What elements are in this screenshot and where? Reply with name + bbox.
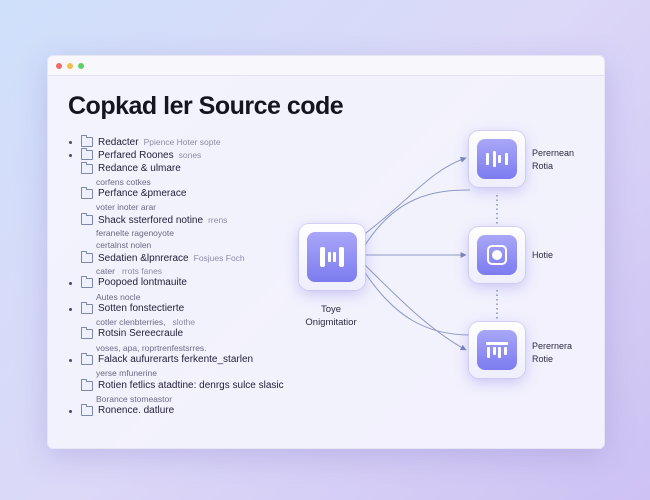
origin-node[interactable]: [299, 224, 365, 290]
target-node-2[interactable]: [469, 227, 525, 283]
ruler-chip-icon: [477, 330, 517, 370]
folder-icon: [81, 276, 93, 289]
tree-subitem-label: yerse mfunerine: [96, 368, 157, 379]
target-chip-icon: [477, 235, 517, 275]
folder-icon: [81, 135, 93, 147]
folder-icon: [81, 148, 93, 161]
tree-subitem[interactable]: Autes nocle: [70, 291, 320, 303]
tree-item[interactable]: Sotten fonstectierte: [69, 301, 320, 316]
page-title: Copkad ler Source code: [68, 92, 344, 120]
bullet-marker: [69, 410, 72, 414]
target-node-1[interactable]: [469, 131, 525, 187]
tree-subitem-label: voter inoter arar: [96, 202, 156, 213]
bullet-marker: [69, 282, 72, 286]
target-node-2-label: Hotie: [532, 250, 554, 260]
tree-subitem[interactable]: voses, apa, roprtrenfestsrres.: [70, 342, 320, 354]
tree-subitem[interactable]: voter inoter arar: [70, 201, 320, 213]
tree-item[interactable]: Falack aufurerarts ferkente_starlen: [69, 353, 320, 367]
bullet-marker: [69, 154, 72, 158]
tree-item-label: Poopoed lontmauite: [98, 277, 187, 289]
tree-subitem[interactable]: cotler clenbterries,slothe: [70, 316, 320, 328]
window-titlebar: [48, 56, 604, 76]
tree-subitem-label: Borance stomeastor: [96, 393, 173, 404]
folder-icon: [81, 187, 93, 200]
tree-subitem-label: Autes nocle: [96, 291, 141, 302]
tree-subitem-label: corfens cotkes: [96, 176, 151, 187]
tree-subitem[interactable]: yerse mfunerine: [70, 367, 320, 379]
tree-item[interactable]: Perfance &pmerace: [70, 187, 320, 201]
tree-item-label: Rotien fetlics atadtine: denrgs sulce sl…: [98, 379, 284, 391]
tree-item-label: Sotten fonstectierte: [98, 302, 185, 314]
bars-chip-icon: [477, 139, 517, 179]
tree-item[interactable]: Poopoed lontmauite: [69, 276, 320, 290]
bullet-marker: [69, 307, 72, 311]
folder-icon: [81, 353, 93, 366]
bracket-chip-icon: [307, 232, 357, 282]
tree-item-label: Perfance &pmerace: [98, 188, 187, 200]
folder-icon: [81, 378, 93, 391]
tree-subitem[interactable]: Borance stomeastor: [70, 393, 320, 405]
tree-subitem-label: voses, apa, roprtrenfestsrres.: [96, 342, 207, 353]
folder-icon: [81, 212, 93, 225]
target-node-3[interactable]: [469, 322, 525, 378]
maximize-window-button[interactable]: [78, 63, 84, 69]
folder-icon: [81, 301, 93, 314]
folder-icon: [81, 327, 93, 340]
tree-item[interactable]: Redance & ulmare: [70, 161, 320, 176]
tree-subitem[interactable]: corfens cotkes: [70, 176, 320, 188]
folder-icon: [81, 404, 93, 417]
bullet-marker: [69, 141, 72, 144]
close-window-button[interactable]: [56, 63, 62, 69]
tree-item-label: Rotsin Sereecraule: [98, 328, 184, 340]
tree-subitem-label: feranelte ragenoyote: [96, 228, 174, 239]
tree-subitem-label: cotler clenbterries,slothe: [96, 317, 196, 328]
tree-item-label: Falack aufurerarts ferkente_starlen: [98, 354, 254, 366]
tree-item[interactable]: Rotien fetlics atadtine: denrgs sulce sl…: [70, 378, 320, 393]
tree-subitem-label: certalnst nolen: [96, 240, 152, 251]
tree-item-label: Redance & ulmare: [98, 162, 181, 174]
tree-item-label: Ronence. datlure: [98, 405, 175, 417]
bullet-marker: [69, 359, 72, 363]
folder-icon: [81, 250, 93, 263]
minimize-window-button[interactable]: [67, 63, 73, 69]
tree-item[interactable]: Ronence. datlure: [69, 404, 320, 418]
tree-subitem[interactable]: feranelte ragenoyote: [70, 227, 320, 239]
tree-subitem[interactable]: certalnst nolen: [70, 239, 320, 251]
tree-item[interactable]: Rotsin Sereecraule: [70, 327, 320, 341]
folder-icon: [81, 161, 93, 174]
